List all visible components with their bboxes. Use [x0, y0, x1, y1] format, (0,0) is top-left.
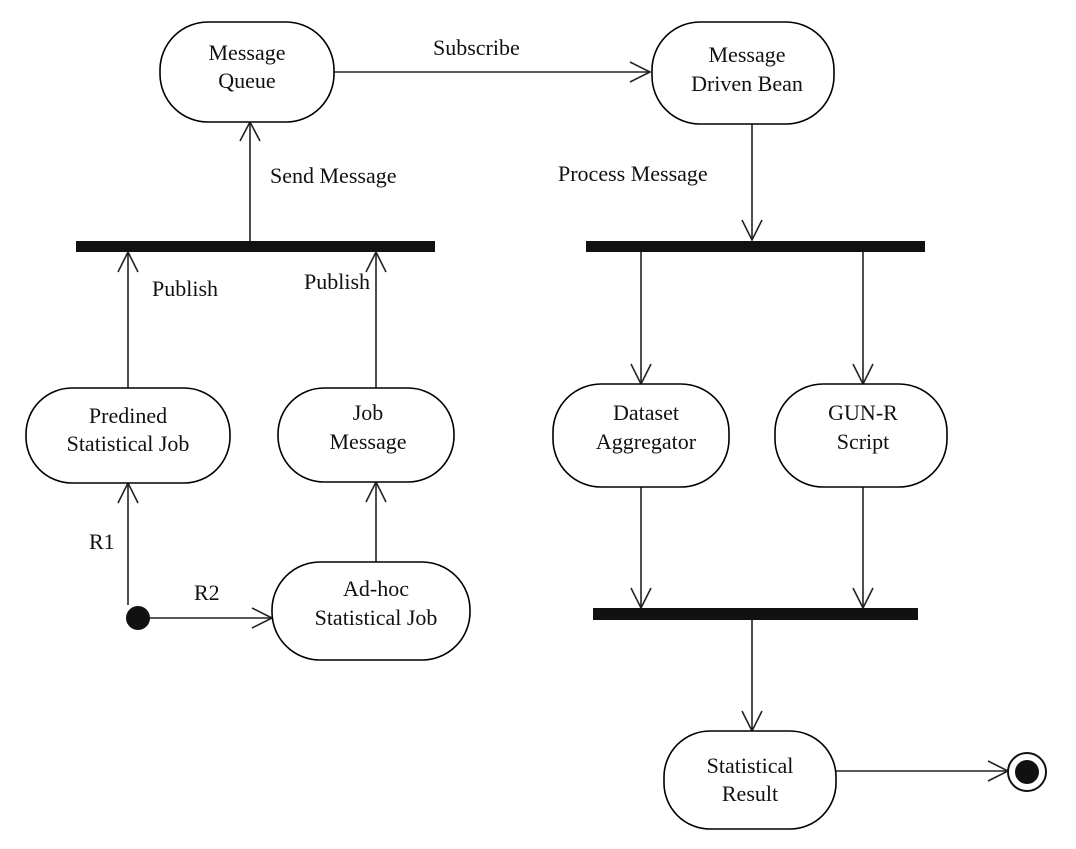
node-result-line1: Statistical: [707, 753, 794, 778]
edge-label-publish-left: Publish: [152, 276, 218, 301]
join-bar: [593, 608, 918, 620]
arrowhead-process-message: [741, 219, 763, 242]
edge-label-r1: R1: [89, 529, 115, 554]
node-statistical-result: Statistical Result: [663, 730, 837, 830]
edge-label-send-message: Send Message: [270, 163, 396, 188]
node-adhoc-statistical-job: Ad-hoc Statistical Job: [271, 561, 471, 661]
node-message-queue: Message Queue: [159, 21, 335, 123]
node-dataset-aggregator: Dataset Aggregator: [552, 383, 730, 488]
node-job-message-line2: Message: [330, 429, 407, 454]
initial-node: [126, 606, 150, 630]
node-message-queue-line1: Message: [209, 40, 286, 65]
node-gunr-line2: Script: [837, 429, 890, 454]
node-adhoc-line1: Ad-hoc: [343, 576, 409, 601]
node-predined-line1: Predined: [89, 403, 167, 428]
fork-bar-left: [76, 241, 435, 252]
edge-label-publish-right: Publish: [304, 269, 370, 294]
edge-label-r2: R2: [194, 580, 220, 605]
node-job-message: Job Message: [277, 387, 455, 483]
node-dataset-line2: Aggregator: [596, 429, 697, 454]
node-adhoc-line2: Statistical Job: [315, 605, 438, 630]
node-message-driven-bean: Message Driven Bean: [651, 21, 835, 125]
node-job-message-line1: Job: [353, 400, 384, 425]
fork-bar-right: [586, 241, 925, 252]
node-message-driven-bean-line1: Message: [709, 42, 786, 67]
final-node: [1007, 752, 1047, 792]
edge-label-subscribe: Subscribe: [433, 35, 520, 60]
node-dataset-line1: Dataset: [613, 400, 679, 425]
node-predined-line2: Statistical Job: [67, 431, 190, 456]
edge-label-process-message: Process Message: [558, 161, 708, 186]
node-gunr-line1: GUN-R: [828, 400, 898, 425]
node-result-line2: Result: [722, 781, 778, 806]
node-predined-statistical-job: Predined Statistical Job: [25, 387, 231, 484]
node-message-driven-bean-line2: Driven Bean: [691, 71, 803, 96]
node-message-queue-line2: Queue: [218, 68, 275, 93]
node-gun-r-script: GUN-R Script: [774, 383, 948, 488]
arrowhead-subscribe: [629, 61, 652, 83]
